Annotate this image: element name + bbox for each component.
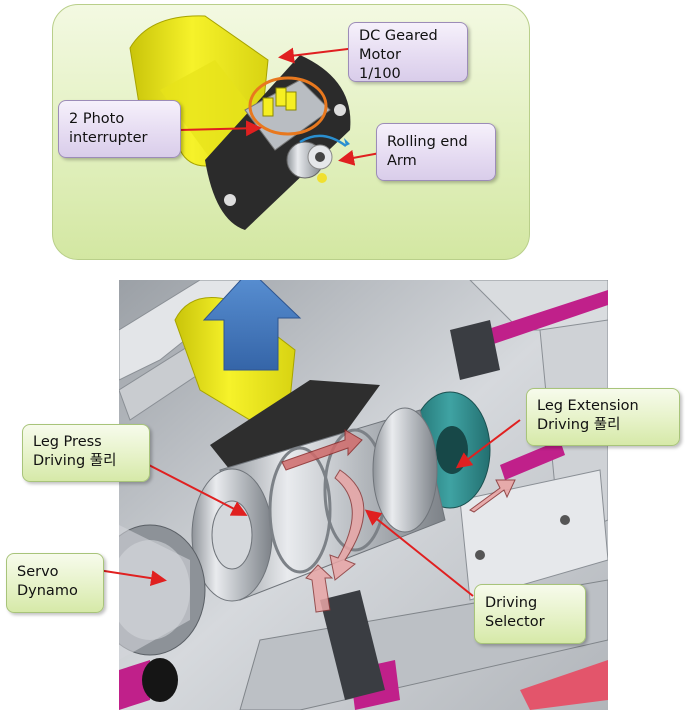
selector-callout: Driving Selector: [474, 584, 586, 644]
interrupter-highlight-ring: [248, 76, 328, 136]
leg-press-callout: Leg Press Driving 풀리: [22, 424, 150, 482]
servo-pointer-arrow: [97, 569, 167, 587]
leg-extension-callout: Leg Extension Driving 풀리: [526, 388, 680, 446]
motor-pointer-arrow: [278, 47, 357, 64]
motor-callout: DC Geared Motor 1/100: [348, 22, 468, 82]
leg-press-pointer-arrow: [144, 462, 248, 516]
leg-extension-pointer-arrow: [455, 419, 521, 469]
servo-callout: Servo Dynamo: [6, 553, 104, 613]
rolling-arm-callout: Rolling end Arm: [376, 123, 496, 181]
selector-pointer-arrow: [364, 509, 474, 597]
photo-interrupter-callout: 2 Photo interrupter: [58, 100, 181, 158]
interrupter-pointer-arrow: [179, 120, 262, 137]
mechanism-illustration: [119, 280, 608, 710]
arm-pointer-arrow: [338, 149, 381, 166]
